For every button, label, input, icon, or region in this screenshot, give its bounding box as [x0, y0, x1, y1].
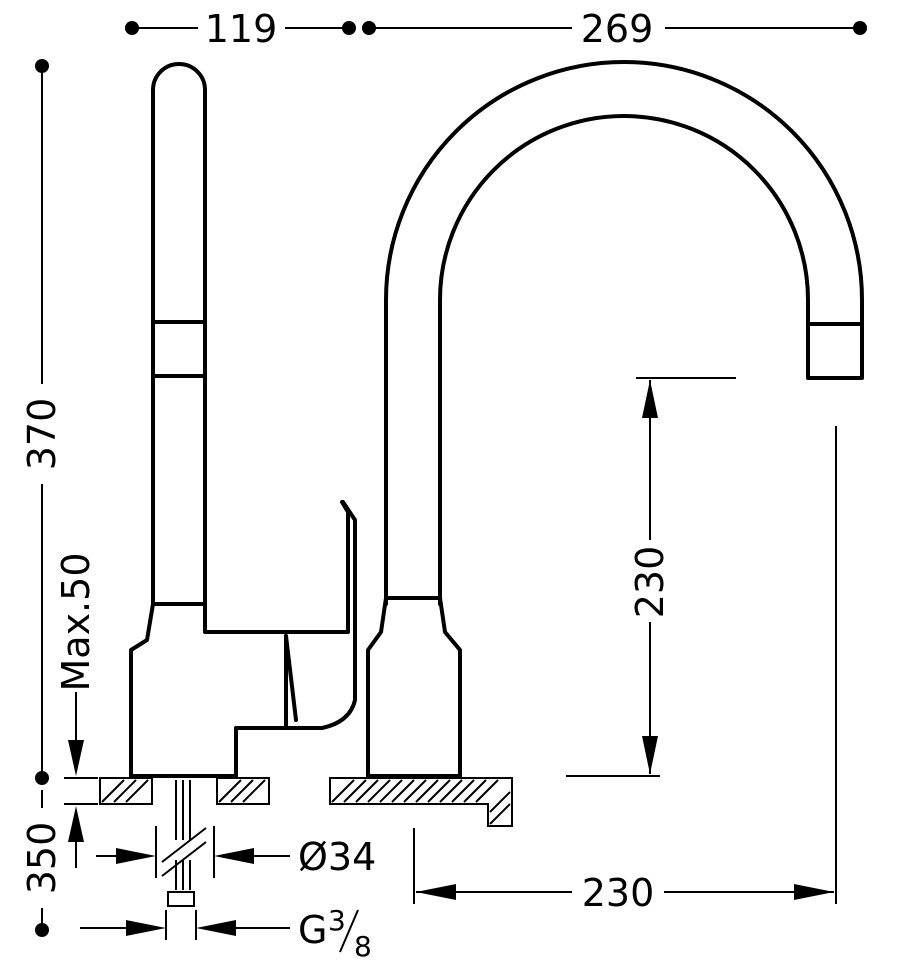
counter-left-a — [99, 777, 153, 805]
thread-denominator: 8 — [354, 930, 372, 963]
dim-diameter-label: Ø34 — [298, 835, 376, 879]
dimension-lines — [35, 21, 867, 940]
thread-numerator: 3 — [328, 904, 346, 937]
counter-right — [329, 777, 513, 827]
shank-end-fitting — [167, 891, 195, 907]
side-view — [129, 62, 357, 778]
counter-left-b — [216, 777, 270, 805]
front-view — [366, 60, 864, 778]
shank-break-a — [161, 827, 207, 863]
dim-max50-label: Max.50 — [54, 553, 98, 692]
dimension-labels: 119 269 370 Max.50 230 230 350 Ø34 G 3 8 — [20, 7, 672, 963]
dim-119-label: 119 — [205, 7, 278, 51]
shank-break-b — [161, 841, 207, 877]
side-handle-inner — [284, 634, 298, 722]
spout-outer — [384, 60, 864, 606]
dim-350-label: 350 — [20, 822, 64, 895]
side-body-outline — [129, 602, 288, 778]
thread-prefix: G — [298, 908, 327, 952]
shank — [161, 780, 207, 907]
side-handle-curve — [284, 500, 357, 730]
dim-269-label: 269 — [581, 7, 654, 51]
dim-370-label: 370 — [20, 398, 64, 471]
thread-size-label: G 3 8 — [298, 904, 372, 963]
hatch-lines — [101, 779, 511, 825]
front-body-outline — [366, 596, 462, 778]
countertop — [99, 777, 513, 827]
thread-fraction-slash — [339, 909, 359, 953]
dim-230-vertical-label: 230 — [628, 546, 672, 619]
dim-230-horizontal-label: 230 — [582, 871, 655, 915]
side-lever-outline — [151, 62, 350, 634]
